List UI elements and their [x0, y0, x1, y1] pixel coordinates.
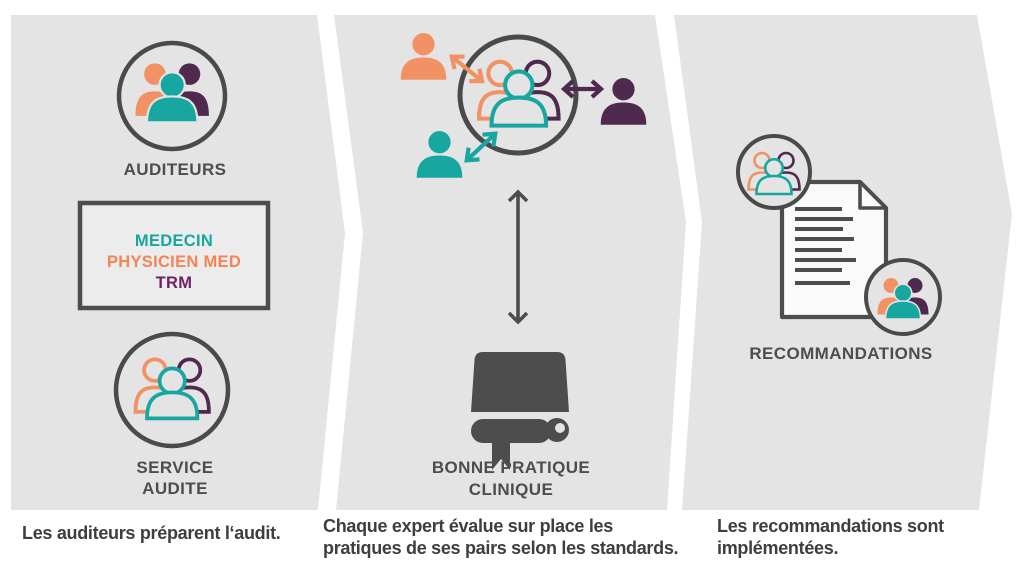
recommendations-label: RECOMMANDATIONS [749, 344, 932, 363]
document-text-lines [795, 207, 856, 285]
standards-link-arrow-icon [507, 189, 529, 325]
auditors-circle [116, 40, 228, 152]
service-label-line2: AUDITE [142, 479, 208, 498]
caption-step-1: Les auditeurs préparent l‘audit. [22, 523, 281, 543]
caption-step-2: Chaque expert évalue sur place les prati… [323, 515, 679, 559]
panel-2-shape [334, 15, 686, 510]
role-physicien-med-label: PHYSICIEN MED [107, 253, 241, 271]
book-icon [471, 352, 569, 470]
caption-step-2-line1: Chaque expert évalue sur place les [323, 516, 613, 536]
caption-step-3-line1: Les recommandations sont [717, 516, 944, 536]
auditors-people-icon [134, 62, 210, 124]
service-label-line1: SERVICE [136, 458, 213, 477]
caption-step-3: Les recommandations sont implémentées. [717, 515, 944, 559]
caption-step-3-line2: implémentées. [717, 538, 839, 558]
audited-service-circle [113, 331, 231, 449]
book-label-line1: BONNE PRATIQUE [432, 458, 590, 477]
experts-circle [457, 34, 579, 156]
auditors-label: AUDITEURS [124, 160, 227, 179]
caption-step-2-line2: pratiques de ses pairs selon les standar… [323, 538, 679, 558]
document-fold-corner [858, 180, 888, 210]
roles-box [77, 200, 271, 311]
book-label-line2: CLINIQUE [469, 480, 553, 499]
auditors-badge-people-filled-icon [876, 277, 930, 320]
role-trm-label: TRM [156, 274, 193, 292]
role-medecin-label: MEDECIN [135, 232, 213, 250]
